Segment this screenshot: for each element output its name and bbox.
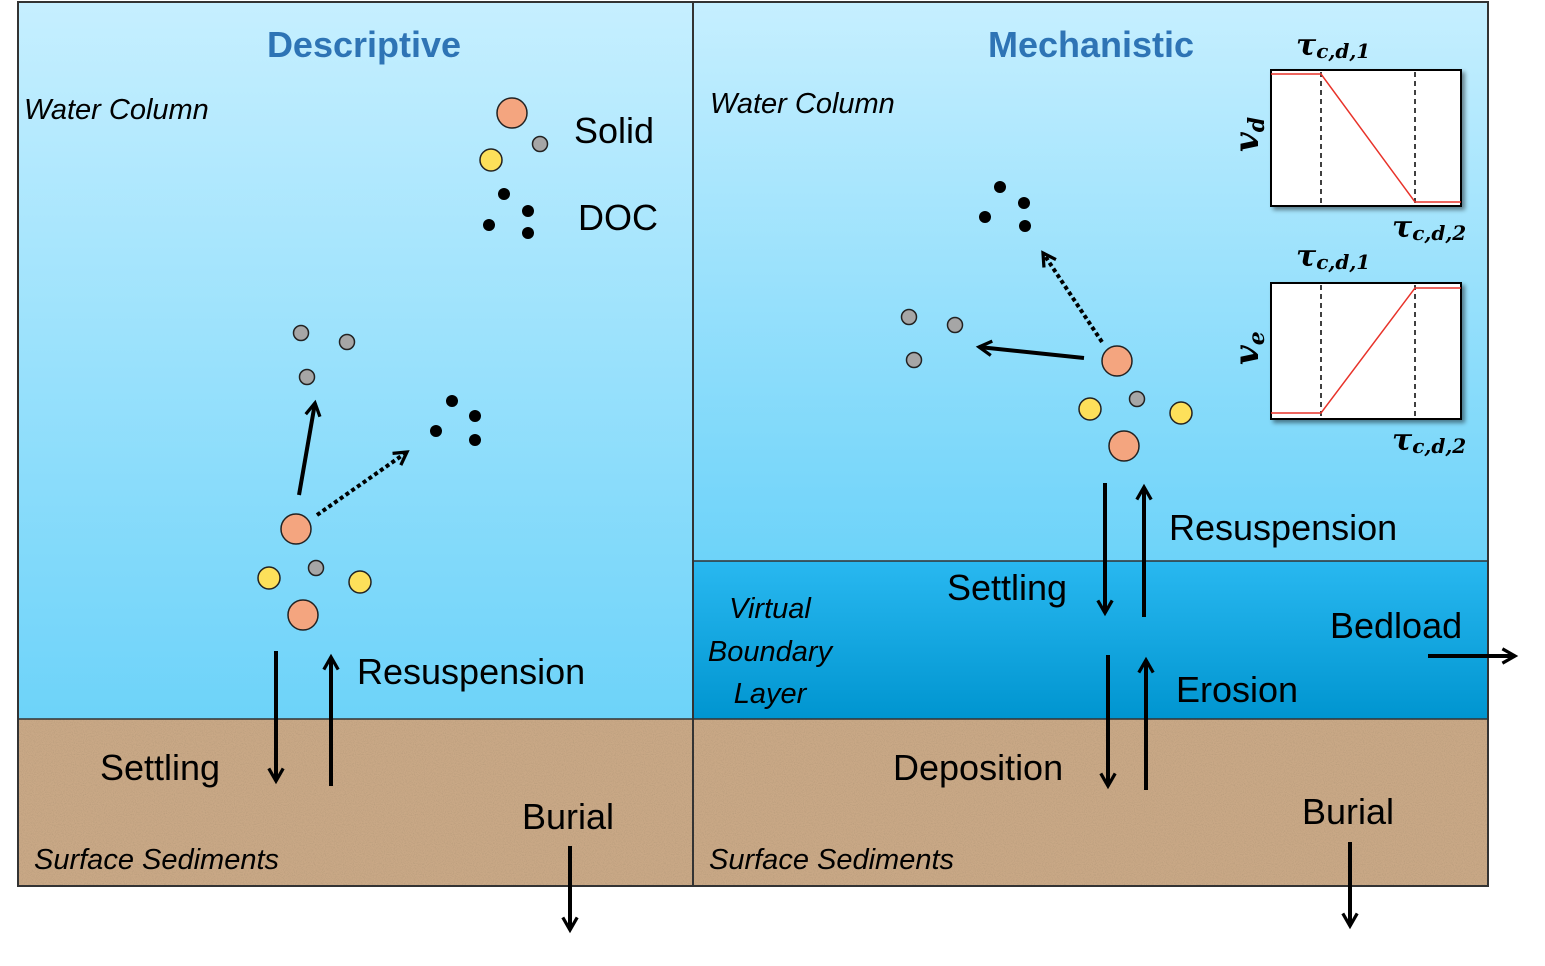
- solid-particle-large: [1108, 430, 1140, 462]
- deposition-plot-frame: [1270, 69, 1462, 207]
- deposition-velocity-curve: [1271, 73, 1461, 203]
- resuspension-label-right: Resuspension: [1169, 507, 1397, 548]
- legend-solid-gray-particle: [531, 135, 549, 153]
- legend-solid-large-particle: [496, 97, 528, 129]
- erosion-plot-frame: [1270, 282, 1462, 420]
- solid-particle-yellow: [1078, 397, 1102, 421]
- bedload-label: Bedload: [1330, 605, 1462, 646]
- virtual-boundary-layer-label-line3: Layer: [734, 678, 808, 710]
- solid-particle-yellow: [1169, 401, 1193, 425]
- released-gray-particle: [298, 368, 316, 386]
- surface-sediments-label-right: Surface Sediments: [709, 844, 954, 876]
- released-gray-particle: [946, 316, 964, 334]
- solid-particle-yellow: [348, 570, 372, 594]
- legend-doc-dot: [498, 188, 510, 200]
- water-column-label-left: Water Column: [24, 94, 209, 126]
- solid-particle-large: [287, 599, 319, 631]
- released-doc-dot: [469, 410, 481, 422]
- descriptive-title: Descriptive: [267, 24, 461, 65]
- solid-particle-gray: [307, 559, 325, 577]
- released-doc-dot: [430, 425, 442, 437]
- released-doc-dot: [994, 181, 1006, 193]
- legend: Solid DOC: [479, 97, 658, 239]
- resuspension-label-left: Resuspension: [357, 651, 585, 692]
- erosion-label: Erosion: [1176, 669, 1298, 710]
- erosion-velocity-plot: τc,d,1 τc,d,2 ve: [1227, 239, 1466, 458]
- water-column-label-right: Water Column: [710, 88, 895, 120]
- released-doc-dot: [1019, 220, 1031, 232]
- surface-sediments-region: [18, 719, 1488, 886]
- water-column-descriptive: [18, 2, 693, 719]
- released-gray-particle: [338, 333, 356, 351]
- legend-doc-dot: [522, 205, 534, 217]
- legend-doc-dot: [522, 227, 534, 239]
- tau-d1-label-bottom: τc,d,1: [1296, 239, 1370, 274]
- released-gray-particle: [900, 308, 918, 326]
- legend-solid-yellow-particle: [479, 148, 503, 172]
- doc-release-arrow: [315, 450, 410, 517]
- released-doc-dot: [1018, 197, 1030, 209]
- ve-axis-label: ve: [1227, 331, 1270, 365]
- released-doc-dot: [979, 211, 991, 223]
- legend-doc-dot: [483, 219, 495, 231]
- deposition-velocity-plot: τc,d,1 τc,d,2 vd: [1227, 28, 1466, 245]
- particle-release-arrow: [975, 339, 1085, 360]
- released-gray-particle: [292, 324, 310, 342]
- released-gray-particle: [905, 351, 923, 369]
- solid-particle-yellow: [257, 566, 281, 590]
- mechanistic-title: Mechanistic: [988, 24, 1194, 65]
- settling-label-right: Settling: [947, 567, 1067, 608]
- solid-particle-gray: [1128, 390, 1146, 408]
- virtual-boundary-layer-region: [693, 561, 1488, 719]
- vd-axis-label: vd: [1227, 117, 1270, 152]
- released-doc-dot: [446, 395, 458, 407]
- released-doc-dot: [469, 434, 481, 446]
- burial-label-left: Burial: [522, 796, 614, 837]
- legend-doc-label: DOC: [578, 197, 658, 238]
- deposition-label: Deposition: [893, 747, 1063, 788]
- settling-label-left: Settling: [100, 747, 220, 788]
- doc-release-arrow: [1041, 250, 1104, 344]
- burial-label-right: Burial: [1302, 791, 1394, 832]
- tau-d2-label-top: τc,d,2: [1392, 210, 1466, 245]
- tau-d2-label-bottom: τc,d,2: [1392, 423, 1466, 458]
- legend-solid-label: Solid: [574, 110, 654, 151]
- erosion-velocity-curve: [1271, 287, 1461, 414]
- solid-particle-large: [1101, 345, 1133, 377]
- outer-border: [17, 1, 1489, 887]
- solid-particle-large: [280, 513, 312, 545]
- particle-release-arrow: [297, 399, 322, 496]
- tau-d1-label-top: τc,d,1: [1296, 28, 1370, 63]
- virtual-boundary-layer-label-line2: Boundary: [708, 636, 834, 668]
- surface-sediments-label-left: Surface Sediments: [34, 844, 279, 876]
- virtual-boundary-layer-label-line1: Virtual: [729, 593, 812, 625]
